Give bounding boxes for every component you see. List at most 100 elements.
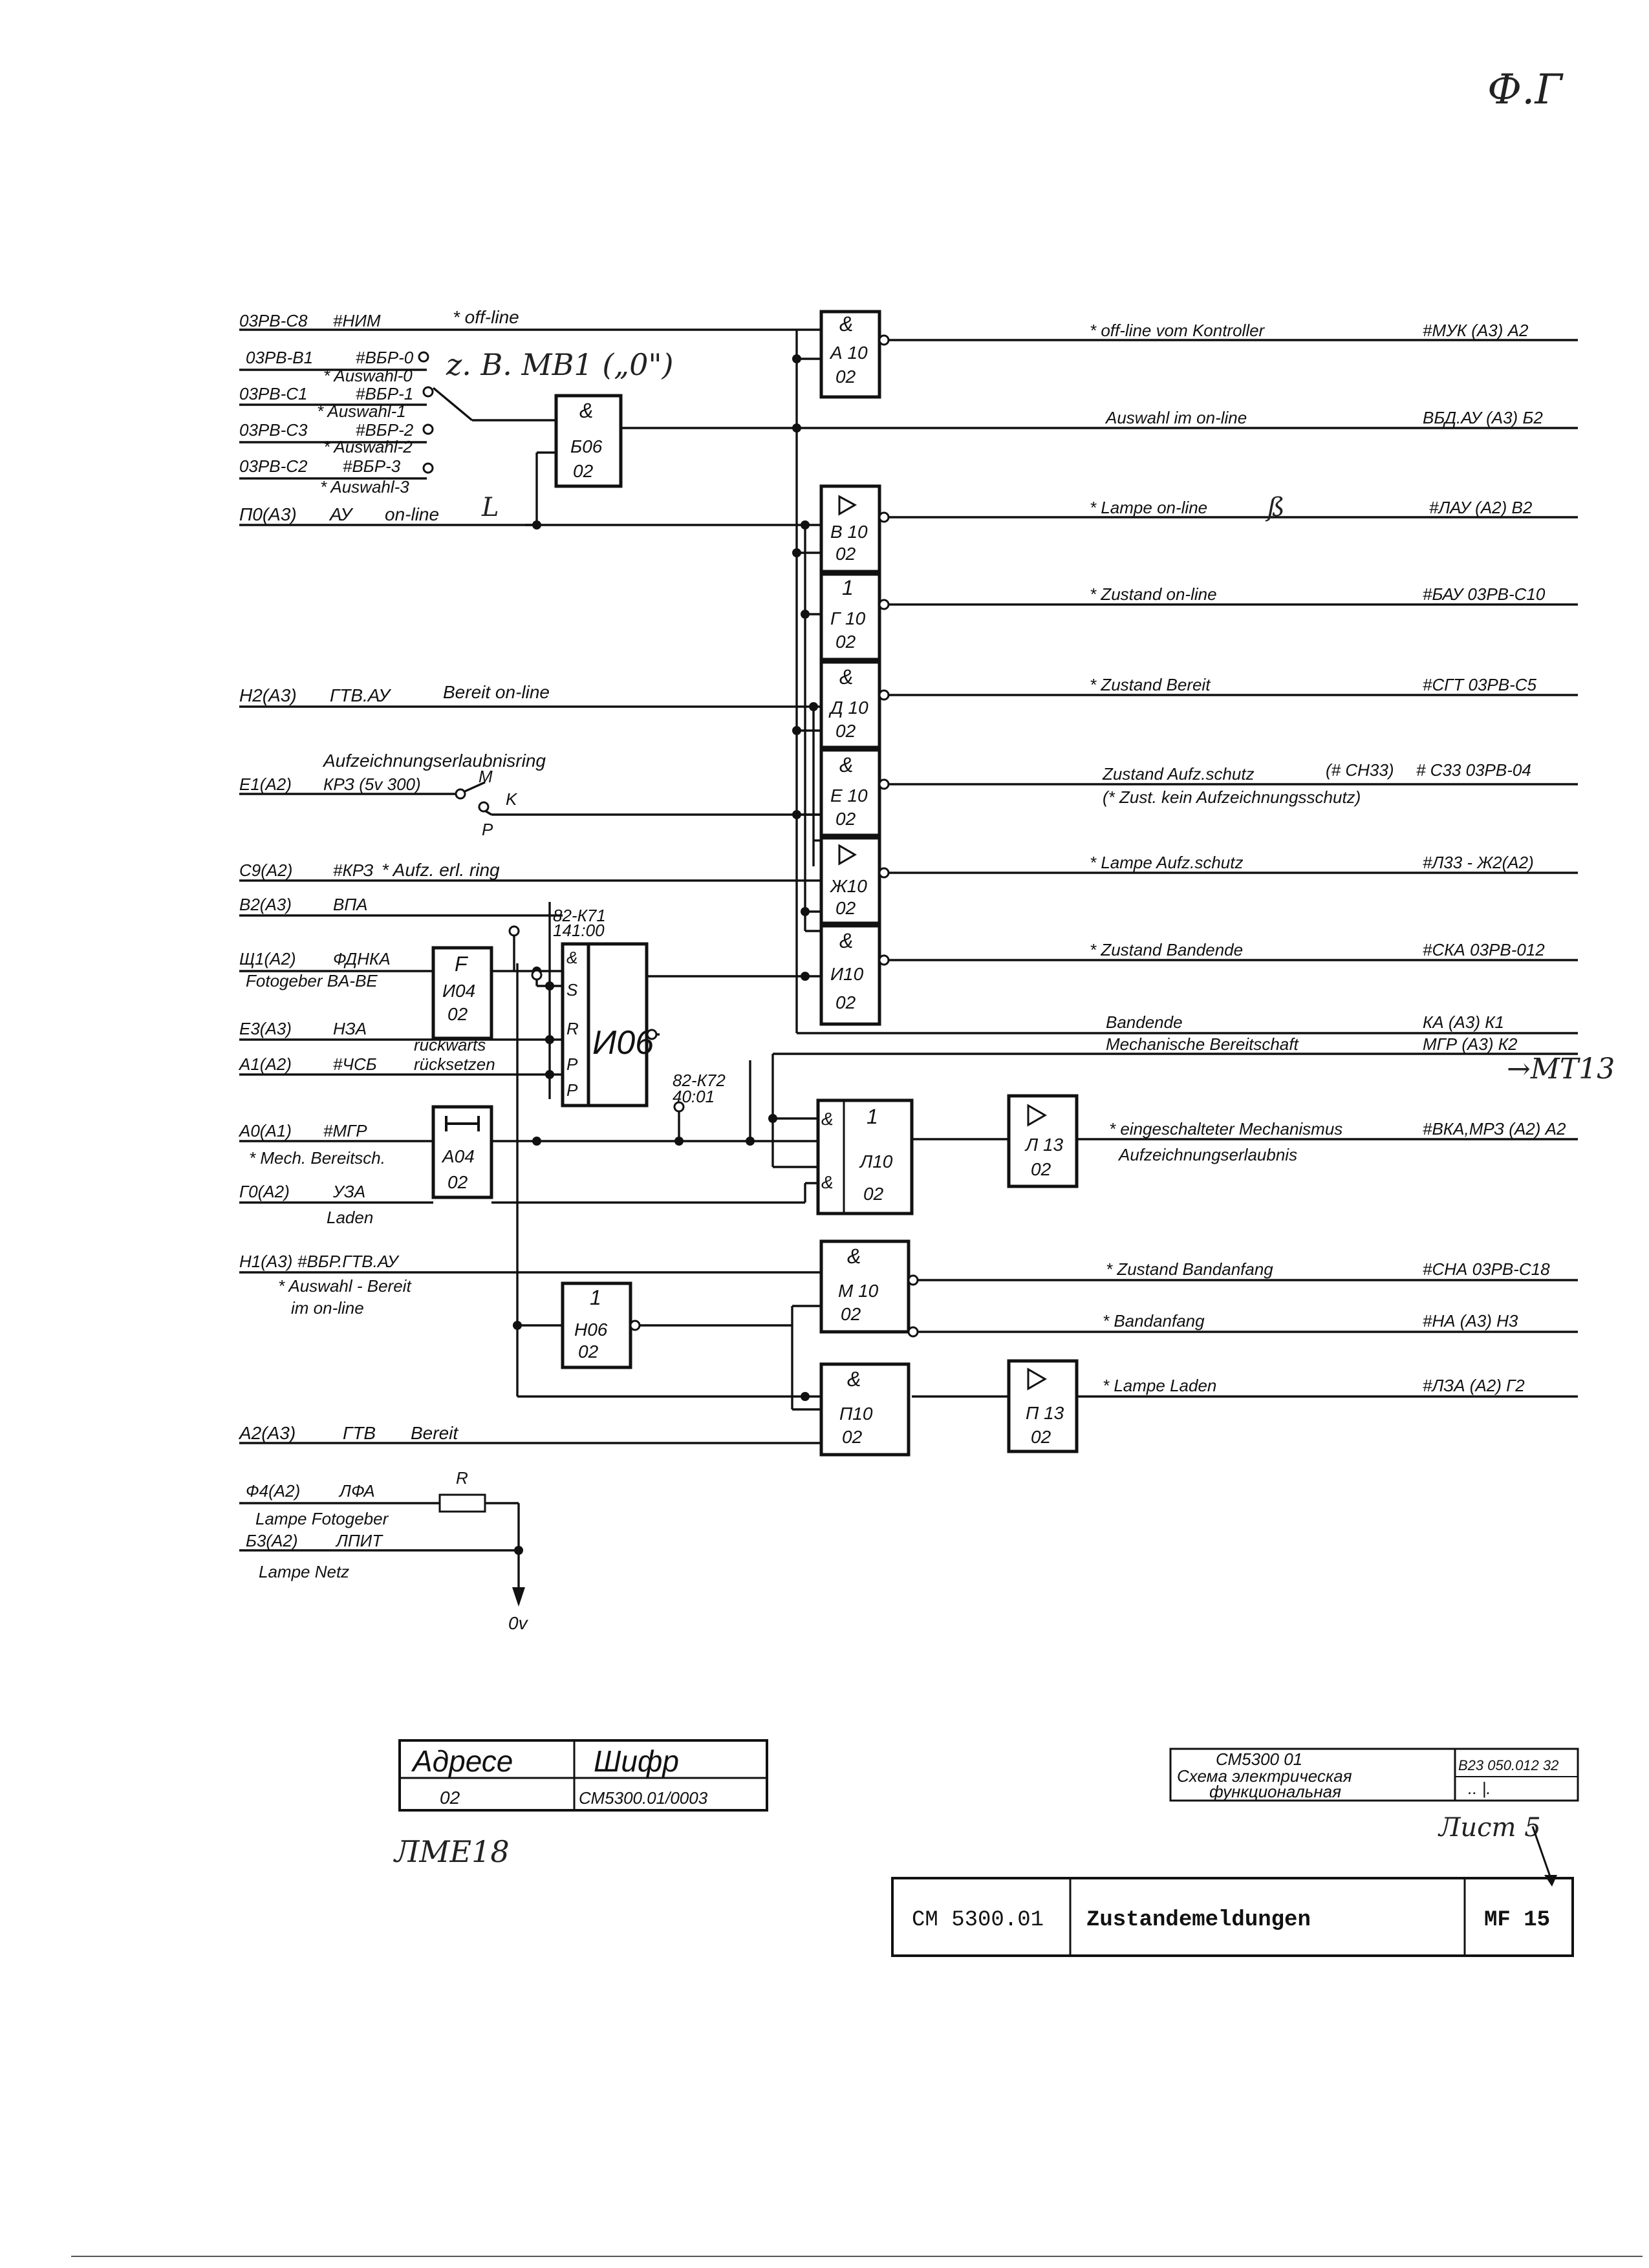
svg-text:P: P <box>566 1080 578 1100</box>
in-ring-sig: КРЗ (5v 300) <box>323 775 421 794</box>
wiring <box>239 328 1578 1607</box>
svg-text:M: M <box>479 767 493 786</box>
out-sig-2: #ЛАУ (А2) В2 <box>1429 498 1533 517</box>
gate-zh10: Ж10 02 <box>819 836 890 925</box>
svg-text:02: 02 <box>835 809 856 829</box>
title-block: CM 5300.01 Zustandemeldungen MF 15 <box>891 1877 1574 1957</box>
svg-text:И04: И04 <box>442 981 475 1001</box>
in-lampe-foto-sig: ЛФА <box>338 1481 375 1501</box>
in-ring2-sig: #КРЗ <box>333 861 374 880</box>
in-bereit-sel-desc2: im on-line <box>291 1298 364 1318</box>
in-offline-desc: * off-line <box>453 307 519 327</box>
svg-text:Г 10: Г 10 <box>830 608 866 628</box>
note-aufz: Aufzeichnungserlaubnis <box>1117 1145 1297 1164</box>
svg-text:L: L <box>481 493 499 522</box>
in-a1-sig: #ВБР-1 <box>356 384 413 403</box>
svg-text:141:00: 141:00 <box>553 921 605 940</box>
resistor: R <box>438 1468 486 1513</box>
in-ring-code: Е1(А2) <box>239 775 292 794</box>
in-e3-sig: НЗА <box>333 1019 367 1038</box>
svg-text:&: & <box>839 753 853 776</box>
in-laden-sig: УЗА <box>332 1182 365 1201</box>
svg-text:K: K <box>506 789 518 809</box>
svg-text:Б06: Б06 <box>570 436 603 456</box>
in-a2-code: 03РВ-С3 <box>239 420 308 440</box>
address-table: Адресе Шифр 02 СМ5300.01/0003 ЛМЕ18 <box>393 1739 768 1869</box>
svg-text:Е 10: Е 10 <box>830 786 868 806</box>
out-sig-12: #НА (А3) Н3 <box>1423 1311 1518 1331</box>
svg-text:Д 10: Д 10 <box>828 698 868 718</box>
in-vpa-sig: ВПА <box>333 895 368 914</box>
in-foto-code: Щ1(А2) <box>239 949 296 968</box>
svg-text:И10: И10 <box>830 964 864 984</box>
in-bereit-online-sig: ГТВ.АУ <box>330 685 392 705</box>
out-sig-4: #СГТ 03РВ-С5 <box>1423 675 1537 694</box>
svg-text:&: & <box>579 399 593 422</box>
svg-text:P: P <box>482 820 493 839</box>
out-note-5: (# СН33) <box>1326 760 1394 780</box>
svg-text:СМ5300 01: СМ5300 01 <box>1216 1749 1302 1769</box>
in-laden-desc: Laden <box>327 1208 373 1227</box>
in-lampe-foto-code: Ф4(А2) <box>246 1481 300 1501</box>
gate-i10: & И10 02 <box>819 924 890 1026</box>
gate-l10: & & 1 Л10 02 <box>816 1098 914 1215</box>
svg-text:Шифр: Шифр <box>594 1744 679 1778</box>
svg-text:02: 02 <box>447 1172 468 1192</box>
in-online-desc: on-line <box>385 504 439 524</box>
svg-text:02: 02 <box>835 898 856 918</box>
svg-text:функциональная: функциональная <box>1209 1782 1341 1801</box>
gate-g10: 1 Г 10 02 <box>819 572 890 661</box>
svg-text:П 13: П 13 <box>1026 1403 1064 1423</box>
scheme-hand: Лист 5 <box>1438 1813 1541 1843</box>
svg-text:Схема электрическая: Схема электрическая <box>1177 1766 1352 1786</box>
in-lampe-netz-code: Б3(А2) <box>246 1531 298 1550</box>
svg-text:1: 1 <box>867 1105 878 1128</box>
title-sheet: MF 15 <box>1484 1908 1550 1932</box>
svg-text:&: & <box>839 929 853 952</box>
in-a1a2-sig: #ЧСБ <box>333 1054 377 1074</box>
in-lampe-netz-desc: Lampe Netz <box>259 1562 349 1581</box>
in-bereit-online-code: Н2(А3) <box>239 685 297 705</box>
out-sig-13: #ЛЗА (А2) Г2 <box>1423 1376 1525 1395</box>
in-a3-sig: #ВБР-3 <box>343 456 401 476</box>
out-sig-0: #МУК (А3) А2 <box>1423 321 1529 340</box>
out-sig-6: #Л33 - Ж2(А2) <box>1423 853 1534 872</box>
driver-l13: Л 13 02 <box>1007 1094 1079 1188</box>
scheme-box: СМ5300 01 Схема электрическая функционал… <box>1169 1748 1579 1887</box>
svg-text:&: & <box>821 1109 834 1129</box>
gate-e10: & Е 10 02 <box>819 748 890 837</box>
svg-text:Н06: Н06 <box>574 1320 608 1340</box>
in-ring2-desc: * Aufz. erl. ring <box>382 860 500 880</box>
in-a0-desc: * Auswahl-0 <box>323 366 413 385</box>
svg-text:40:01: 40:01 <box>673 1087 715 1106</box>
svg-text:02: 02 <box>835 992 856 1012</box>
gate-a04: А04 02 <box>431 1105 493 1199</box>
svg-text:А 10: А 10 <box>829 343 868 363</box>
out-desc-2: * Lampe on-line <box>1090 498 1207 517</box>
in-a0-code: 03РВ-В1 <box>246 348 313 367</box>
in-e3-code: Е3(А3) <box>239 1019 292 1038</box>
out-sig-11: #СНА 03РВ-С18 <box>1423 1259 1550 1279</box>
in-foto-sig: ФДНКА <box>333 949 391 968</box>
in-a0-sig: #ВБР-0 <box>356 348 414 367</box>
svg-text:ß: ß <box>1265 493 1285 522</box>
svg-text:Адресе: Адресе <box>411 1744 513 1778</box>
handwritten-id: ЛМЕ18 <box>393 1834 510 1869</box>
in-offline-sig: #НИМ <box>333 311 381 330</box>
svg-text:02: 02 <box>841 1304 861 1324</box>
out-sig-5: # С33 03РВ-04 <box>1416 760 1531 780</box>
svg-text:В 10: В 10 <box>830 522 868 542</box>
svg-text:&: & <box>847 1367 861 1391</box>
svg-text:02: 02 <box>578 1342 599 1362</box>
gate-d10: & Д 10 02 <box>819 660 890 749</box>
in-vpa-code: В2(А3) <box>239 895 292 914</box>
svg-text:02: 02 <box>835 632 856 652</box>
out-desc-8: Bandende <box>1106 1012 1183 1032</box>
out-desc-5: Zustand Aufz.schutz <box>1102 764 1255 784</box>
handwritten-annotation: z. B. МВ1 („0") <box>446 347 673 382</box>
in-a1a2-code: А1(А2) <box>238 1054 292 1074</box>
svg-text:P: P <box>566 1054 578 1074</box>
svg-text:П10: П10 <box>839 1404 873 1424</box>
svg-text:02: 02 <box>573 461 594 481</box>
